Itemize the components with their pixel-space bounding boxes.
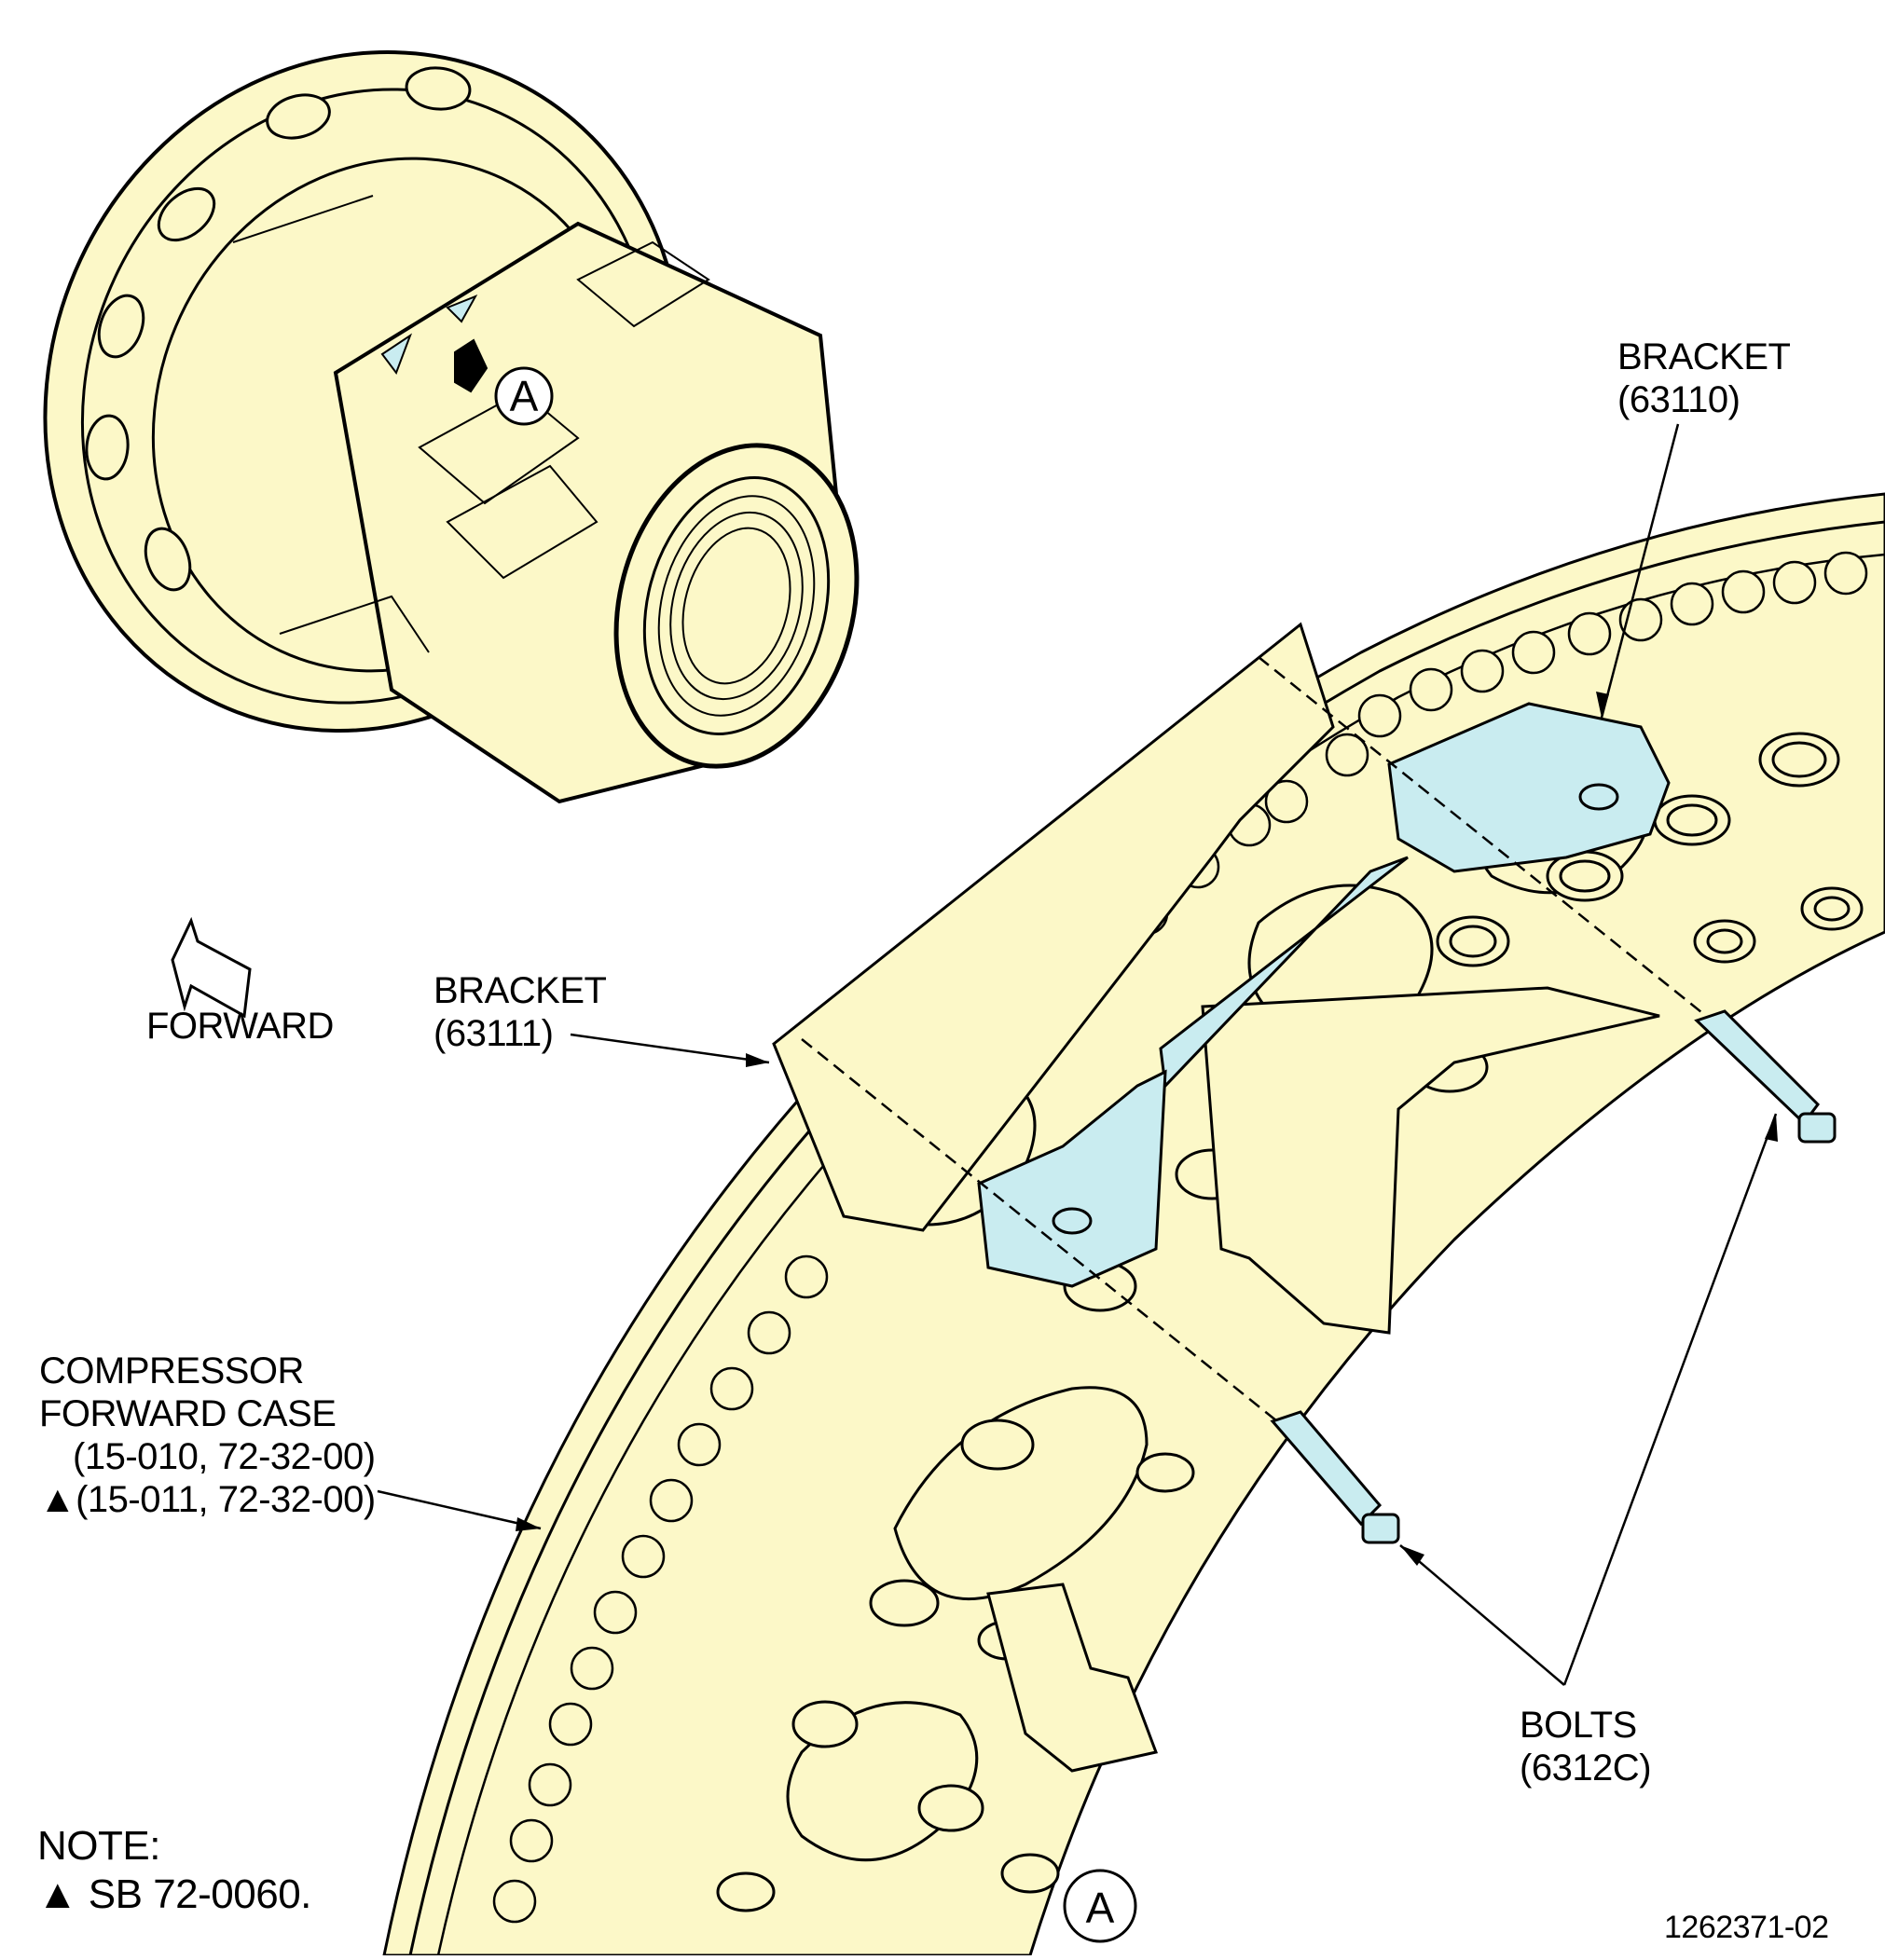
compressor-case-label-line4: ▲(15-011, 72-32-00): [39, 1479, 376, 1520]
bracket-63111-label-line1: BRACKET: [433, 970, 607, 1011]
compressor-case-label-line1: COMPRESSOR: [39, 1350, 304, 1391]
note-block: NOTE: ▲ SB 72-0060.: [37, 1822, 311, 1919]
figure-id: 1262371-02: [1664, 1910, 1829, 1945]
compressor-case-label-line2: FORWARD CASE: [39, 1393, 337, 1434]
bracket-63110-label-line2: (63110): [1617, 379, 1741, 420]
bolts-label-line2: (6312C): [1520, 1748, 1652, 1789]
view-direction-arrow-icon: [454, 338, 488, 393]
bolts-6312c: [1270, 1009, 1837, 1544]
detail-a-callout-circle: [1063, 1869, 1137, 1943]
bracket-63110-part: [977, 702, 1671, 1288]
forward-label: FORWARD: [146, 1006, 334, 1047]
leader-lines: [377, 423, 1778, 1686]
compressor-forward-case-label: COMPRESSOR FORWARD CASE (15-010, 72-32-0…: [39, 1350, 376, 1521]
bracket-63111-label-line2: (63111): [433, 1013, 554, 1054]
engine-overview-inset: A: [43, 50, 860, 804]
lower-bracket: [986, 1583, 1159, 1773]
view-a-callout-circle: [494, 366, 554, 426]
bracket-63111-label: BRACKET (63111): [433, 969, 607, 1055]
note-text: ▲ SB 72-0060.: [37, 1871, 311, 1917]
note-heading: NOTE:: [37, 1823, 160, 1869]
bracket-63110-label: BRACKET (63110): [1617, 336, 1791, 421]
bracket-63110-label-line1: BRACKET: [1617, 336, 1791, 377]
bolts-label: BOLTS (6312C): [1520, 1704, 1652, 1789]
bolt-centerlines: [801, 656, 1707, 1422]
detail-view-a: [382, 492, 1885, 1957]
detail-a-callout-letter: A: [1086, 1884, 1115, 1932]
view-a-callout-letter: A: [510, 372, 539, 420]
compressor-case-label-line3: (15-010, 72-32-00): [73, 1436, 376, 1477]
case-bosses: [716, 732, 1864, 1912]
mounting-plate: [772, 622, 1335, 1232]
bolts-label-line1: BOLTS: [1520, 1705, 1637, 1746]
side-plate: [1201, 986, 1660, 1335]
hollow-arrow-icon: [171, 916, 252, 1019]
